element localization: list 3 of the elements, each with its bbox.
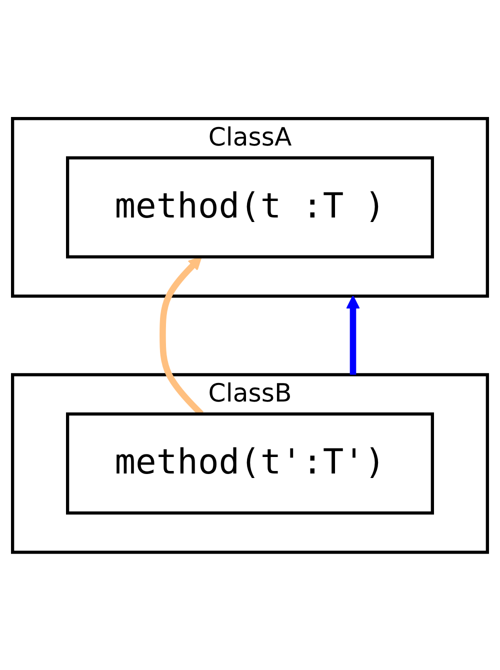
arrow [346, 295, 360, 374]
node-box: method(t :T ) [66, 156, 434, 258]
node-box: method(t':T') [66, 412, 434, 514]
